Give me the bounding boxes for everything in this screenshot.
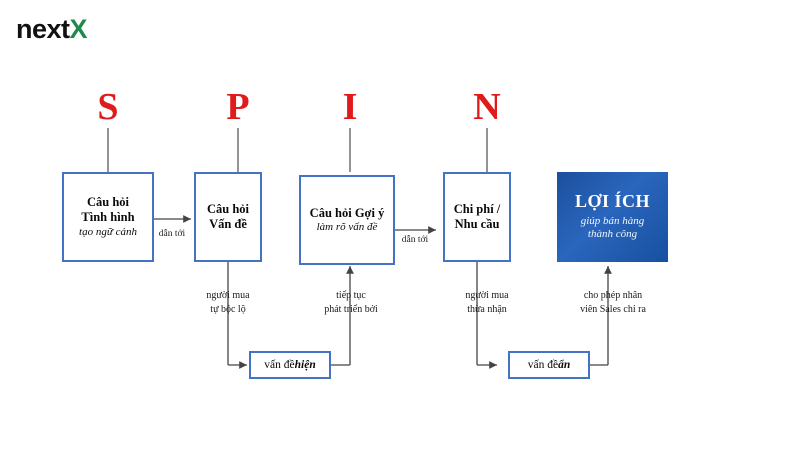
benefit-title: LỢI ÍCH: [574, 191, 651, 212]
stage-title-implication: Câu hỏi Gợi ý: [309, 205, 385, 220]
stage-box-problem[interactable]: Câu hỏi Vấn đề: [194, 172, 262, 262]
spin-letter-i: I: [342, 86, 358, 128]
small-box-implied-need[interactable]: vấn đề ẩn: [508, 351, 590, 379]
brand-logo: nextX: [16, 14, 88, 44]
small-box-implied-prefix: vấn đề: [527, 359, 559, 371]
small-box-explicit-emphasis: hiện: [294, 359, 316, 371]
small-box-explicit-need[interactable]: vấn đề hiện: [249, 351, 331, 379]
small-box-explicit-prefix: vấn đề: [264, 359, 295, 371]
stage-title-situation: Câu hỏi Tình hình: [81, 195, 135, 224]
logo-text-primary: next: [16, 14, 70, 44]
loop-label-buyer-reveals: người mua tự bộc lộ: [206, 290, 250, 315]
loop-label-buyer-admits: người mua thừa nhận: [465, 290, 509, 315]
connector-label-situation-to-problem: dẫn tới: [158, 229, 186, 239]
stage-title-problem: Câu hỏi Vấn đề: [206, 202, 250, 231]
loop-label-further-developed: tiếp tục phát triển bởi: [324, 290, 378, 315]
stage-box-need-payoff[interactable]: Chi phí / Nhu cầu: [443, 172, 511, 262]
stage-box-situation[interactable]: Câu hỏi Tình hình tạo ngữ cảnh: [62, 172, 154, 262]
loop-label-allows-sales-show: cho phép nhân viên Sales chỉ ra: [580, 290, 646, 315]
stage-box-implication[interactable]: Câu hỏi Gợi ý làm rõ vấn đề: [299, 175, 395, 265]
spin-letter-s: S: [97, 86, 119, 128]
benefit-subtitle: giúp bán hàng thành công: [580, 214, 645, 241]
small-box-implied-emphasis: ẩn: [558, 359, 571, 371]
connector-label-implication-to-need: dẫn tới: [401, 235, 429, 245]
benefit-box[interactable]: LỢI ÍCH giúp bán hàng thành công: [557, 172, 668, 262]
spin-letter-p: P: [226, 86, 250, 128]
stage-title-need-payoff: Chi phí / Nhu cầu: [453, 202, 501, 231]
logo-text-accent: X: [69, 14, 88, 44]
stage-subtitle-situation: tạo ngữ cảnh: [79, 225, 137, 238]
spin-letter-n: N: [473, 86, 501, 128]
stage-subtitle-implication: làm rõ vấn đề: [316, 221, 378, 234]
